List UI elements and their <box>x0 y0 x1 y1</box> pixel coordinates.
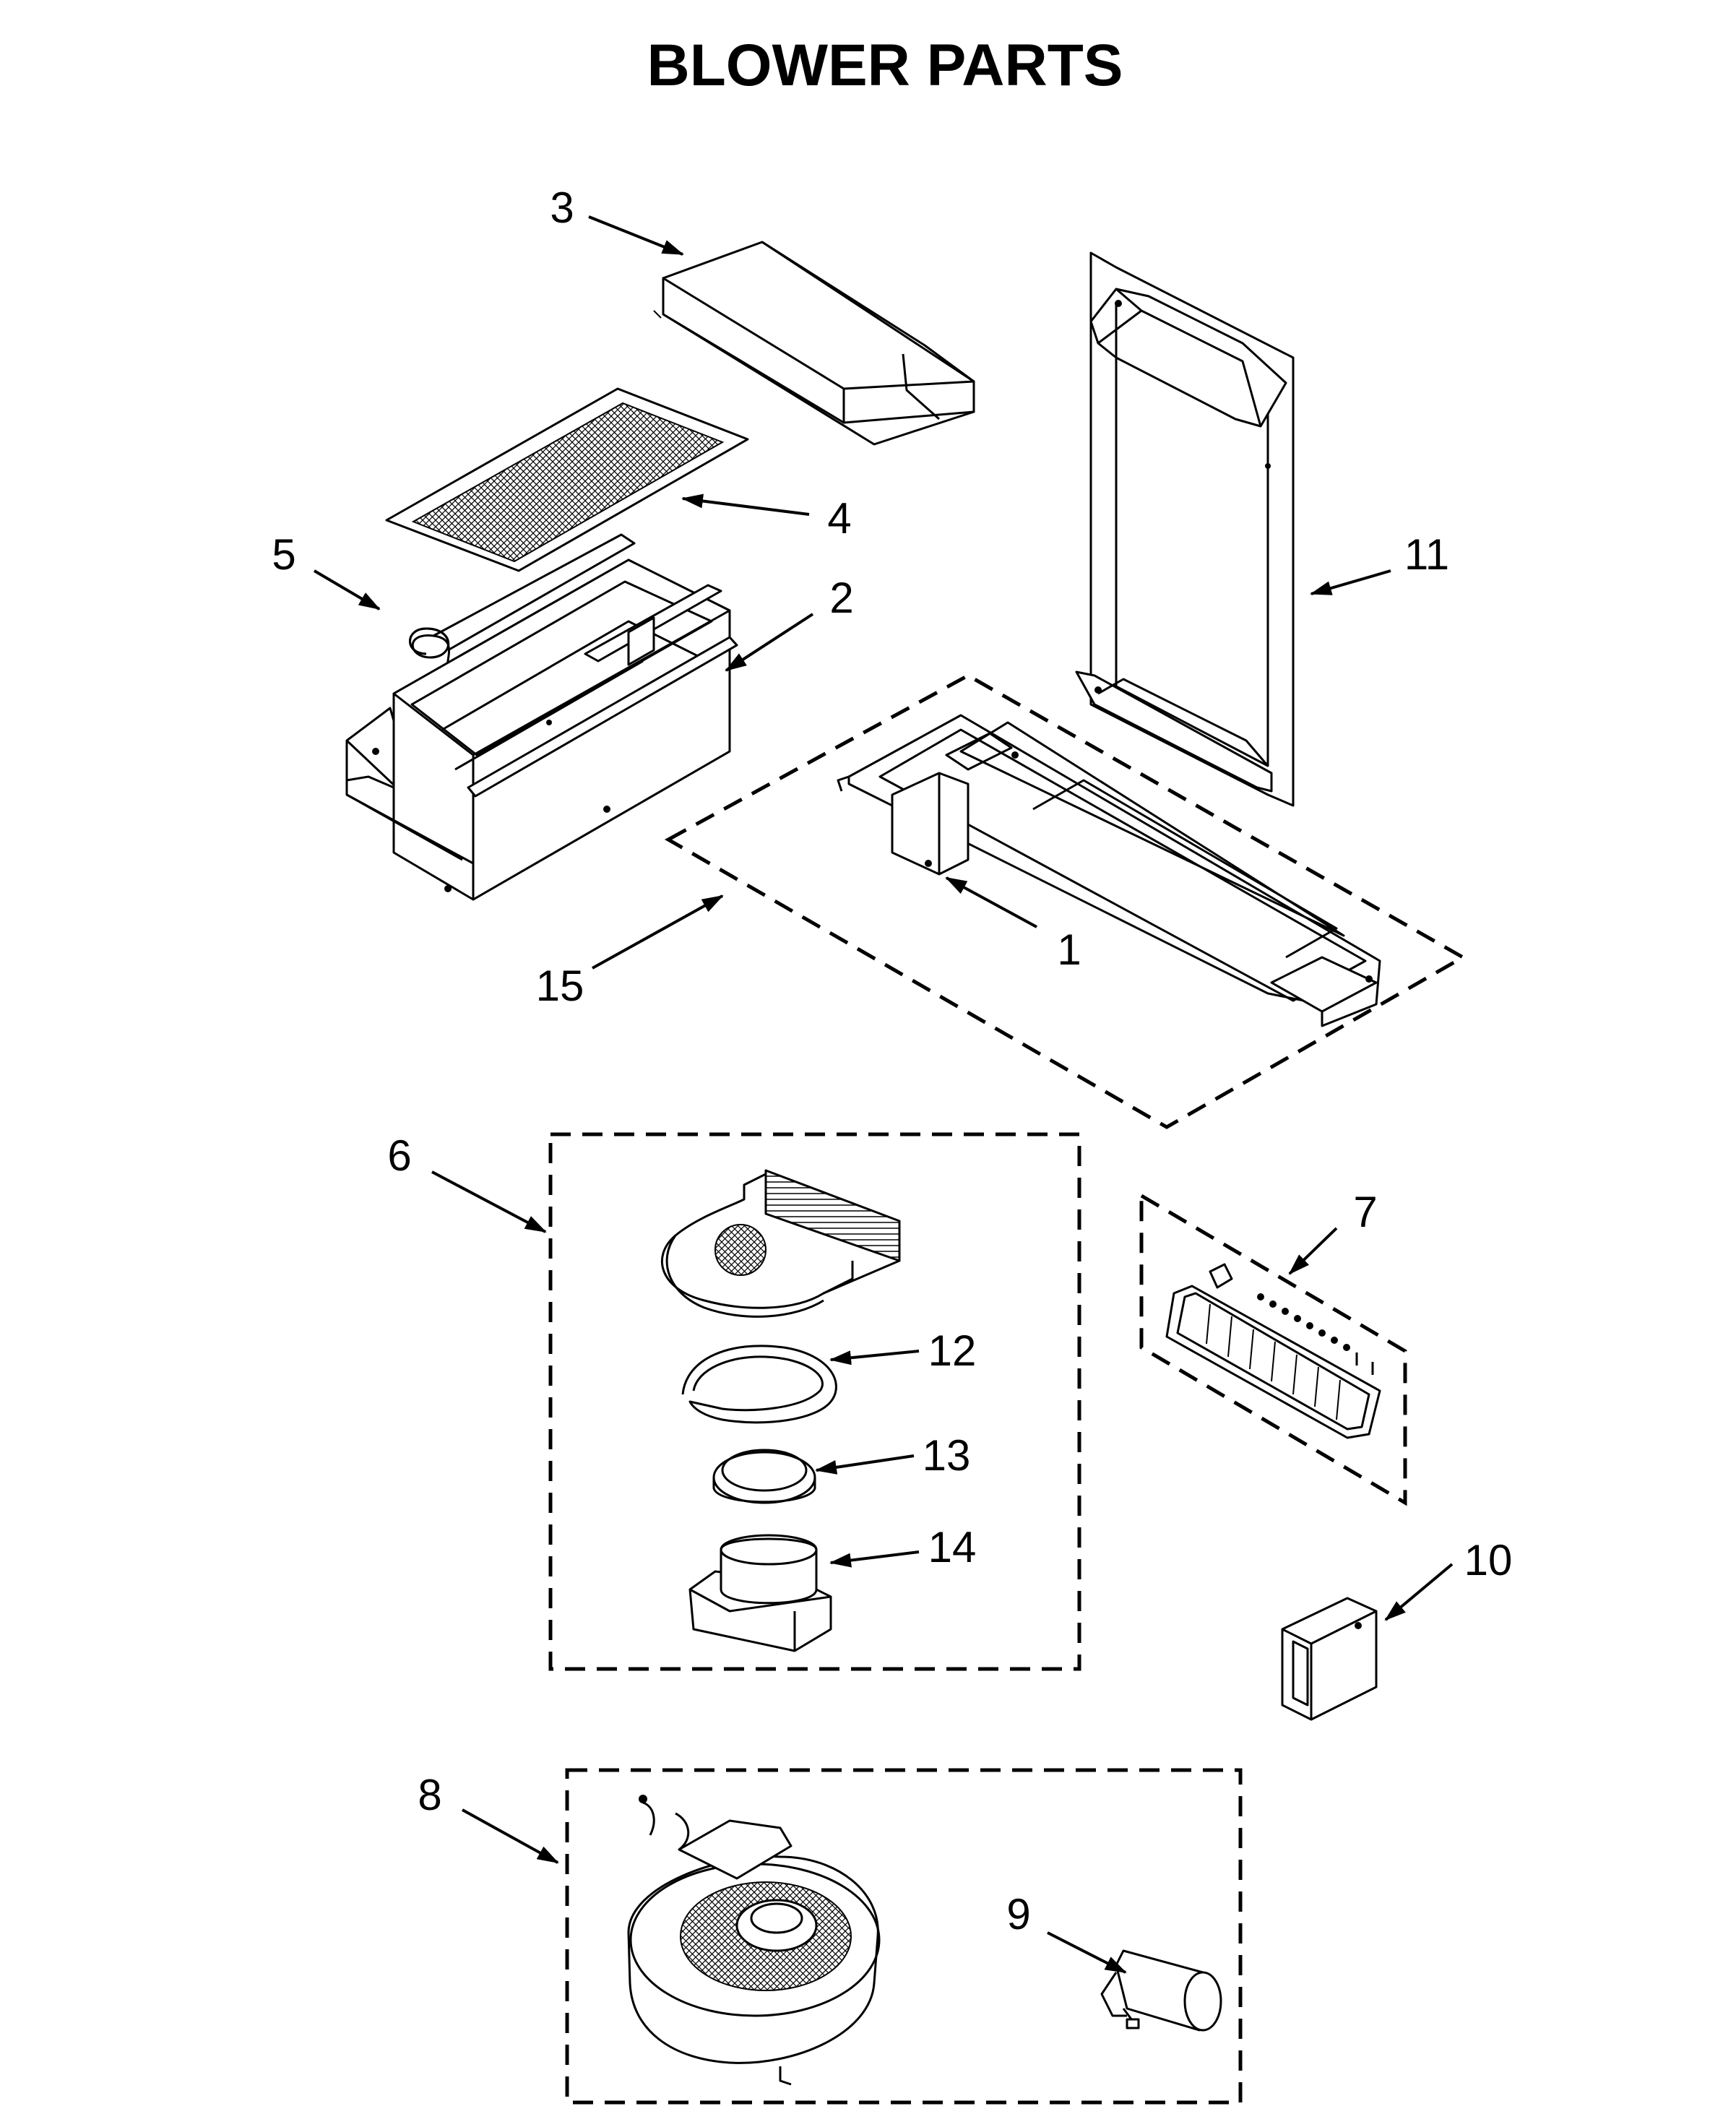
part-13-gasket-ring <box>712 1449 816 1504</box>
callout-13: 13 <box>815 1431 971 1480</box>
part-9-capacitor <box>1100 1949 1222 2032</box>
part-14-collar <box>688 1534 832 1652</box>
part-10-bracket <box>1281 1597 1378 1721</box>
part-7-grille-kit <box>1165 1263 1381 1439</box>
svg-text:6: 6 <box>387 1131 411 1180</box>
callout-4: 4 <box>681 493 852 543</box>
kit-15-boundary <box>664 673 1467 1129</box>
svg-text:13: 13 <box>923 1431 971 1480</box>
callout-5: 5 <box>272 530 381 611</box>
callout-8: 8 <box>418 1771 559 1864</box>
part-8-blower-motor <box>627 1795 881 2086</box>
svg-text:11: 11 <box>1404 530 1449 579</box>
kit-8-boundary <box>565 1768 1243 2105</box>
svg-text:2: 2 <box>829 574 853 622</box>
svg-text:15: 15 <box>536 962 584 1010</box>
callout-2: 2 <box>725 574 854 672</box>
part-1-base-rail <box>837 714 1381 1027</box>
callout-10: 10 <box>1384 1536 1513 1621</box>
svg-text:3: 3 <box>550 184 574 232</box>
svg-text:9: 9 <box>1006 1890 1030 1938</box>
part-3-duct-cover <box>653 241 975 446</box>
svg-text:4: 4 <box>827 494 851 543</box>
svg-text:8: 8 <box>418 1771 441 1819</box>
svg-text:7: 7 <box>1353 1188 1377 1236</box>
part-11-back-frame <box>1075 251 1295 807</box>
svg-text:14: 14 <box>928 1523 977 1571</box>
svg-text:12: 12 <box>928 1326 977 1375</box>
callout-6: 6 <box>387 1131 547 1233</box>
callout-15: 15 <box>536 894 724 1010</box>
callout-14: 14 <box>829 1523 977 1571</box>
callout-11: 11 <box>1310 530 1449 595</box>
part-4-filter <box>385 387 749 572</box>
callout-12: 12 <box>829 1326 977 1375</box>
part-6-scroll-top <box>661 1169 901 1318</box>
svg-text:10: 10 <box>1464 1536 1513 1584</box>
callout-9: 9 <box>1006 1890 1127 1974</box>
callout-3: 3 <box>550 184 684 256</box>
screws-icon <box>1257 1293 1374 1375</box>
kit-7-boundary <box>1139 1192 1407 1506</box>
part-5-wire-harness <box>409 533 636 687</box>
callout-1: 1 <box>945 876 1081 974</box>
part-2-housing <box>345 558 738 901</box>
kit-6-boundary <box>548 1132 1081 1671</box>
svg-text:5: 5 <box>272 530 295 579</box>
part-12-clip-ring <box>681 1345 837 1424</box>
callout-7: 7 <box>1288 1188 1378 1275</box>
page-title: BLOWER PARTS <box>647 33 1123 98</box>
svg-text:1: 1 <box>1057 926 1081 974</box>
